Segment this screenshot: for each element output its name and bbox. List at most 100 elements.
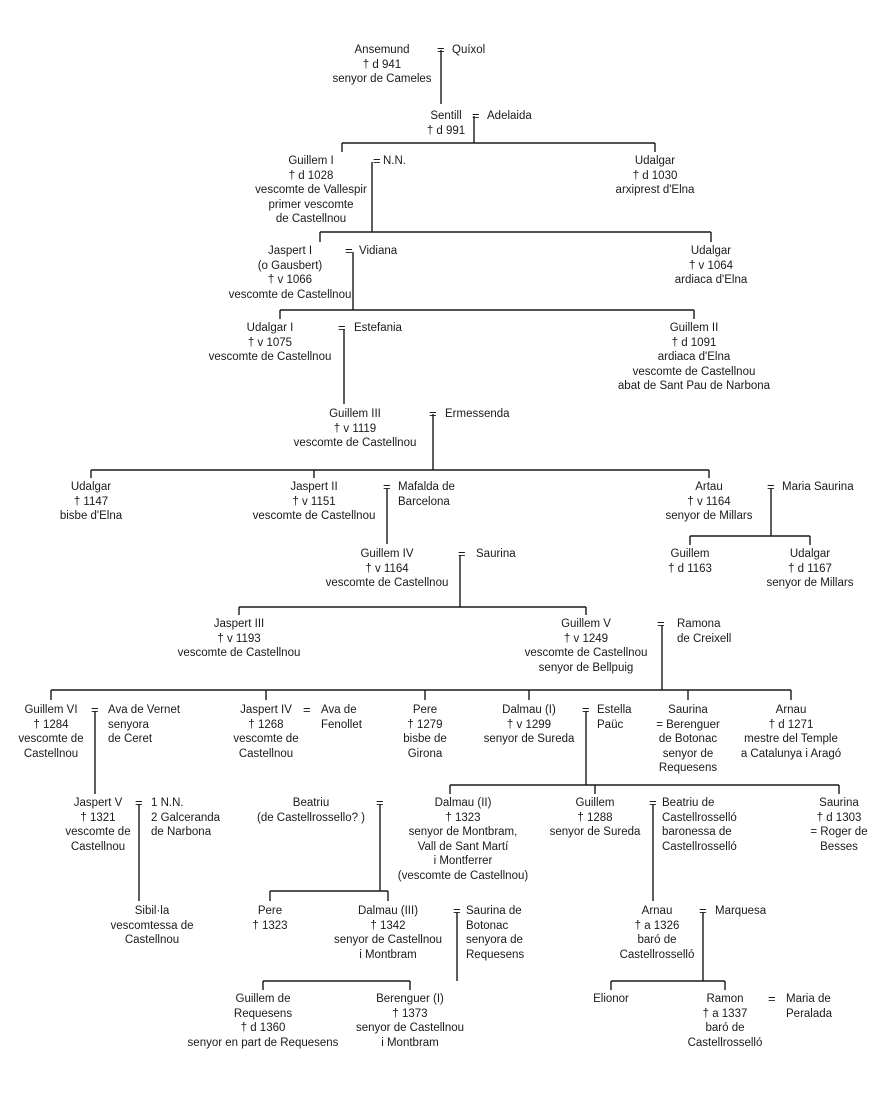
person-detail: Castellnou bbox=[70, 840, 126, 853]
person-detail: † d 1360 bbox=[240, 1022, 286, 1034]
person-detail: vescomte de Castellnou bbox=[632, 365, 756, 378]
person-detail: vescomte de bbox=[18, 733, 84, 745]
marriage-symbol: = bbox=[768, 991, 776, 1006]
person-detail: † v 1066 bbox=[267, 274, 313, 286]
person-name: Maria Saurina bbox=[782, 481, 854, 493]
person-detail: senyor de Cameles bbox=[332, 73, 432, 85]
person-detail: † a 1326 bbox=[634, 919, 680, 932]
person-beatriu1: Beatriu(de Castellrossello? ) bbox=[257, 796, 365, 825]
person-saurina1: Saurina bbox=[476, 547, 516, 562]
person-name: Maria de bbox=[786, 993, 831, 1005]
person-detail: Fenollet bbox=[321, 718, 362, 731]
person-detail: senyor de Montbram, bbox=[408, 826, 518, 838]
person-marquesa: Marquesa bbox=[715, 904, 766, 919]
person-detail: † 1279 bbox=[407, 718, 443, 731]
person-name: Pere bbox=[412, 704, 438, 716]
person-detail: (de Castellrossello? ) bbox=[256, 811, 366, 824]
person-detail: Girona bbox=[407, 747, 443, 760]
person-name: Dalmau (I) bbox=[502, 704, 556, 716]
person-name: Saurina bbox=[819, 797, 859, 809]
marriage-symbol: = bbox=[657, 616, 665, 631]
person-name: Sentill bbox=[430, 110, 462, 122]
person-name: Guillem III bbox=[329, 408, 381, 420]
person-detail: ardiaca d'Elna bbox=[674, 274, 748, 286]
person-name: Jaspert II bbox=[290, 481, 338, 493]
marriage-symbol: = bbox=[437, 42, 445, 57]
person-name: Vidiana bbox=[359, 245, 398, 257]
person-name: Guillem V bbox=[561, 618, 611, 630]
person-name: Pere bbox=[257, 905, 283, 917]
person-detail: Botonac bbox=[466, 919, 509, 932]
person-detail: senyora bbox=[108, 718, 149, 731]
person-detail: baró de bbox=[637, 934, 677, 946]
person-name: Udalgar bbox=[634, 155, 676, 167]
person-name: Dalmau (II) bbox=[434, 797, 492, 809]
person-detail: baronessa de bbox=[662, 826, 732, 838]
marriage-symbol: = bbox=[767, 479, 775, 494]
person-detail: Requesens bbox=[658, 762, 718, 774]
person-name: Ava de bbox=[321, 704, 357, 716]
person-detail: senyor en part de Requesens bbox=[187, 1036, 339, 1049]
person-ermessenda: Ermessenda bbox=[445, 407, 510, 422]
person-name: Marquesa bbox=[715, 905, 767, 917]
person-name: Ermessenda bbox=[445, 408, 510, 420]
person-detail: † v 1064 bbox=[688, 259, 734, 272]
person-detail: vescomtessa de bbox=[110, 919, 194, 932]
person-detail: † 1288 bbox=[577, 811, 613, 824]
person-name: Arnau bbox=[641, 905, 673, 917]
person-ava-fenollet: Ava de Fenollet bbox=[321, 703, 362, 732]
person-guillem-1163: Guillem† d 1163 bbox=[668, 547, 712, 576]
person-name: Arnau bbox=[775, 704, 807, 716]
person-detail: vescomte de bbox=[233, 733, 299, 745]
marriage-symbol: = bbox=[338, 320, 346, 335]
person-detail: Castellrosselló bbox=[662, 840, 737, 853]
person-detail: senyor de Castellnou bbox=[355, 1022, 465, 1034]
person-detail: † a 1337 bbox=[702, 1007, 748, 1020]
person-detail: primer vescomte bbox=[268, 198, 354, 211]
marriage-symbol: = bbox=[472, 108, 480, 123]
person-detail: i Montbram bbox=[381, 1036, 439, 1049]
person-detail: † v 1249 bbox=[563, 632, 609, 645]
person-name: Ramon bbox=[706, 993, 744, 1005]
person-detail: Peralada bbox=[786, 1007, 833, 1020]
person-detail: de Narbona bbox=[151, 826, 212, 838]
person-detail: senyora de bbox=[466, 934, 523, 946]
person-detail: senyor de Castellnou bbox=[333, 934, 443, 946]
person-detail: de Botonac bbox=[658, 733, 718, 745]
person-detail: senyor de Millars bbox=[766, 577, 854, 589]
marriage-symbol: = bbox=[373, 153, 381, 168]
person-name: Jaspert IV bbox=[240, 704, 292, 716]
person-name: Mafalda de bbox=[398, 481, 455, 493]
person-name: Dalmau (III) bbox=[357, 905, 419, 917]
person-vidiana: Vidiana bbox=[359, 244, 397, 259]
person-detail: vescomte de Castellnou bbox=[524, 647, 648, 659]
person-detail: bisbe d'Elna bbox=[59, 510, 123, 522]
person-detail: a Catalunya i Aragó bbox=[740, 747, 842, 760]
person-detail: i Montferrer bbox=[433, 855, 493, 867]
person-name: Guillem de bbox=[235, 993, 291, 1005]
person-name: Jaspert V bbox=[73, 797, 123, 809]
person-detail: arxiprest d'Elna bbox=[615, 184, 695, 196]
